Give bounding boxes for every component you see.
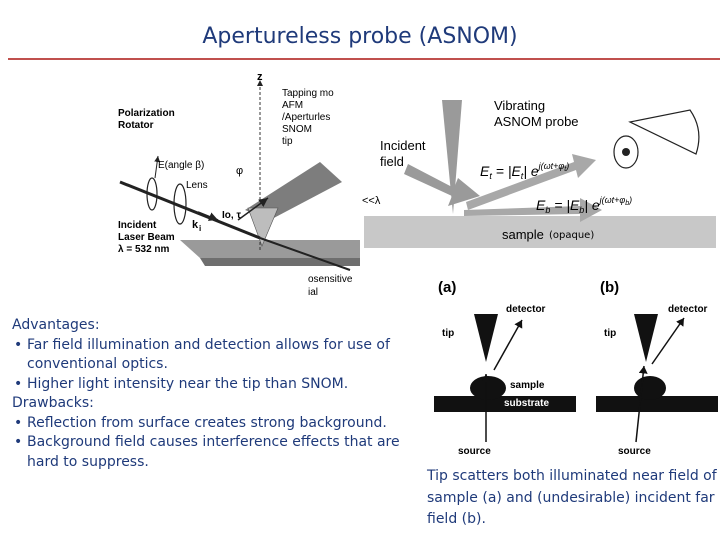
- sample-b: [634, 376, 666, 400]
- tip-label-a: tip: [442, 328, 454, 339]
- label-a: (a): [438, 279, 456, 296]
- laser-beam: [119, 180, 261, 240]
- vibrating-label-2: ASNOM probe: [494, 114, 579, 129]
- drawbacks-heading: Drawbacks:: [12, 395, 94, 411]
- sample-slab: [364, 216, 716, 248]
- drawback-item: Background field causes interference eff…: [12, 433, 422, 472]
- source-label-b: source: [618, 446, 651, 457]
- scattering-modes-diagram: (a) (b) tip detector sample substrate so…: [434, 279, 718, 457]
- afm-tip: [247, 207, 279, 247]
- eye-icon: [628, 109, 700, 155]
- wavelength-label: λ = 532 nm: [118, 244, 170, 255]
- drawback-item: Reflection from surface creates strong b…: [12, 414, 422, 434]
- k-label: k: [192, 219, 199, 231]
- sample-a: [470, 376, 506, 400]
- incident-field-label-1: Incident: [380, 138, 426, 153]
- opaque-label: (opaque): [549, 230, 594, 241]
- vibrating-probe-diagram: Vibrating ASNOM probe Incident field <<λ…: [362, 98, 716, 248]
- pros-cons-text: Advantages: Far field illumination and d…: [12, 316, 422, 472]
- tip-label-2: AFM: [282, 100, 303, 111]
- advantages-heading: Advantages:: [12, 317, 100, 333]
- e-angle-label: E(angle β): [158, 160, 204, 171]
- cantilever: [245, 162, 342, 220]
- sample-platform: [180, 240, 360, 258]
- incident-field-label-2: field: [380, 154, 404, 169]
- figure-caption: Tip scatters both illuminated near field…: [427, 468, 717, 527]
- drawbacks-list: Reflection from surface creates strong b…: [12, 414, 422, 473]
- polarization-label-2: Rotator: [118, 120, 154, 131]
- scattered-field-arrow-b: [464, 198, 602, 222]
- advantages-list: Far field illumination and detection all…: [12, 336, 422, 395]
- tip-label-b: tip: [604, 328, 616, 339]
- z-label: z: [257, 71, 263, 83]
- vibrating-label-1: Vibrating: [494, 98, 545, 113]
- advantage-item: Far field illumination and detection all…: [12, 336, 422, 375]
- label-b: (b): [600, 279, 619, 296]
- advantage-item: Higher light intensity near the tip than…: [12, 375, 422, 395]
- substrate-a: [434, 396, 576, 412]
- substrate-label-a: substrate: [504, 398, 549, 409]
- asnom-probe: [442, 100, 462, 214]
- incident-field-arrow: [404, 164, 480, 206]
- tip-label-1: Tapping mo: [282, 88, 334, 99]
- lens-label: Lens: [186, 180, 208, 191]
- lens-shape: [173, 183, 187, 225]
- incident-label-2: Laser Beam: [118, 232, 175, 243]
- sensitive-label-2: ial: [308, 287, 318, 298]
- tip-b: [634, 314, 658, 362]
- polarization-rotator-shape: [146, 177, 158, 211]
- sample-label-a: sample: [510, 380, 545, 391]
- sensitive-label-1: osensitive: [308, 274, 353, 285]
- detector-label-b: detector: [668, 304, 708, 315]
- substrate-b: [596, 396, 718, 412]
- detector-label-a: detector: [506, 304, 546, 315]
- subwavelength-label: <<λ: [362, 195, 381, 207]
- tip-label-3: /Aperturles: [282, 112, 330, 123]
- tip-label-5: tip: [282, 136, 293, 147]
- e-vector: [154, 155, 161, 179]
- setup-diagram: z Polarization Rotator E(angle β) Lens I…: [118, 71, 360, 298]
- polarization-label-1: Polarization: [118, 108, 175, 119]
- phi-label: φ: [236, 165, 243, 177]
- scattered-field-arrow-t: [466, 154, 596, 210]
- title-divider: [8, 58, 720, 60]
- k-subscript: i: [199, 224, 201, 233]
- source-label-a: source: [458, 446, 491, 457]
- io-tau-label: Io, τ: [222, 210, 241, 221]
- incident-label-1: Incident: [118, 220, 157, 231]
- tip-label-4: SNOM: [282, 124, 312, 135]
- slide-title: Apertureless probe (ASNOM): [202, 24, 518, 49]
- tip-a: [474, 314, 498, 362]
- sample-label: sample: [502, 227, 544, 242]
- eb-equation: Eb = |Eb| ej(ωt+φb): [536, 195, 632, 215]
